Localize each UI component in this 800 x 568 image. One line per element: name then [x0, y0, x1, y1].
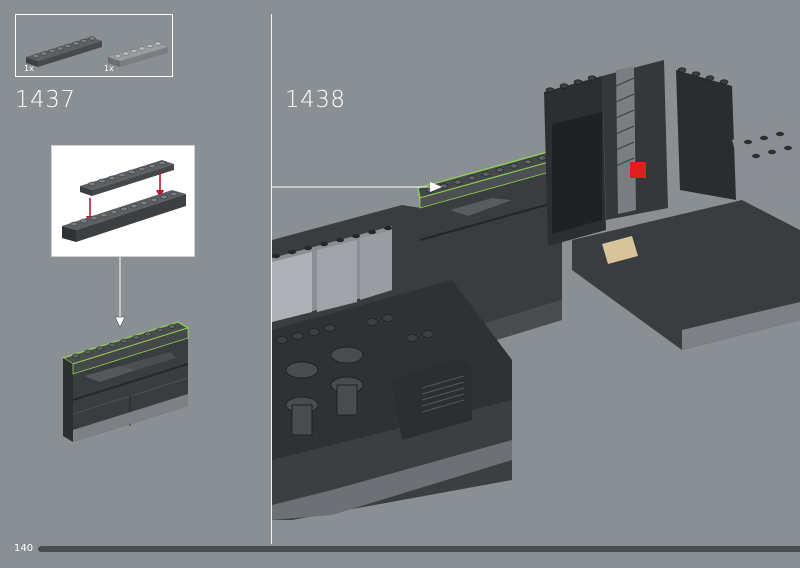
main-model-assembly — [272, 60, 800, 520]
page-progress-bar — [38, 546, 800, 552]
step-number: 1437 — [15, 87, 76, 113]
plate-1x6-icon — [108, 41, 168, 67]
plate-stack-illustration — [62, 160, 186, 242]
sub-assembly-callout — [51, 145, 195, 257]
part-qty: 1x — [104, 64, 114, 73]
step-number: 1438 — [285, 87, 346, 113]
plate-1x8-icon — [26, 36, 102, 67]
callout-connector-arrow — [114, 257, 126, 328]
part-qty: 1x — [24, 64, 34, 73]
step-divider — [271, 14, 272, 544]
page-number: 140 — [14, 543, 34, 554]
parts-list: 1x 1x — [15, 14, 173, 77]
wall-panel-assembly — [61, 321, 190, 442]
